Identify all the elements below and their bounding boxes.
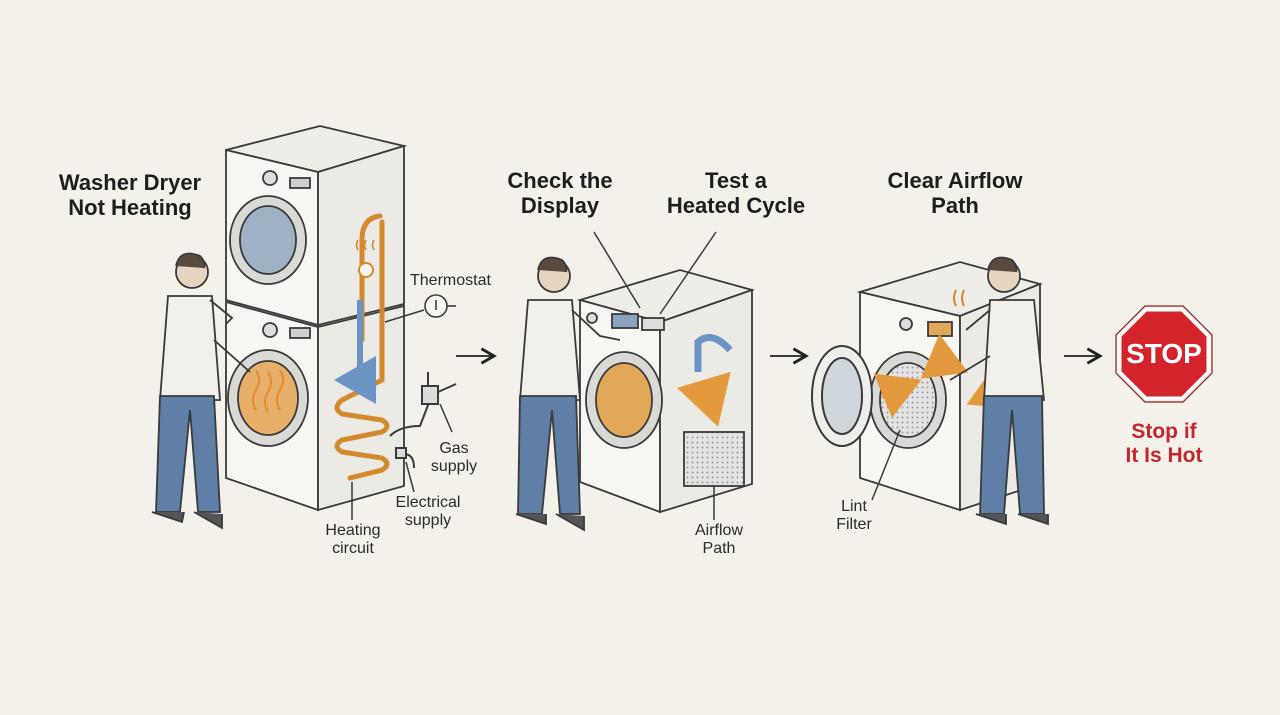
step-title-line: Heated Cycle (666, 193, 806, 219)
label-heating-circuit: Heating circuit (318, 522, 388, 559)
label-gas-supply: Gas supply (424, 440, 484, 477)
heat-waves-top (953, 289, 965, 307)
open-door (811, 345, 873, 447)
label-line: Lint (841, 498, 867, 515)
main-title-line-1: Washer Dryer (58, 170, 202, 195)
label-line: supply (430, 458, 478, 476)
electrical-plug (395, 447, 415, 469)
label-line: supply (404, 512, 452, 530)
label-lint-filter: Lint Filter (826, 498, 882, 535)
airflow-arrow-washer-2 (694, 334, 733, 372)
heating-circuit-coil (334, 213, 390, 481)
step-title-check-display: Check the Display (490, 168, 630, 219)
label-line: Filter (836, 516, 872, 534)
step-title-line: Clear Airflow (887, 168, 1023, 193)
stop-sign (1115, 305, 1213, 403)
label-line: Airflow (694, 522, 743, 539)
step-title-heated-cycle: Test a Heated Cycle (656, 168, 816, 219)
airflow-arrow-stack (334, 300, 376, 404)
stop-caption-line: Stop if (1131, 420, 1197, 443)
label-line: Electrical (395, 494, 461, 511)
person-2 (515, 256, 621, 532)
label-line: Gas (439, 440, 469, 457)
gas-valve (389, 372, 457, 437)
step-title-line: Check the (507, 168, 613, 193)
stop-sign-text: STOP (1126, 338, 1202, 369)
label-line: Heating (325, 522, 381, 539)
step-title-line: Path (931, 193, 979, 219)
display-panel (611, 313, 639, 329)
thermostat-sensor (358, 262, 374, 278)
step-title-clear-airflow: Clear Airflow Path (870, 168, 1040, 219)
step-title-line: Display (520, 193, 600, 219)
thermostat-icon (384, 294, 456, 323)
stop-caption: Stop if It Is Hot (1106, 420, 1222, 468)
airflow-vent (683, 431, 745, 487)
person-1 (151, 252, 251, 530)
main-title-line-2: Not Heating (68, 195, 192, 221)
heat-waves-small (355, 239, 375, 251)
label-thermostat: Thermostat (410, 272, 491, 289)
heat-waves-drum (252, 369, 284, 413)
stacked-washer-dryer (225, 125, 408, 512)
stop-caption-line: It Is Hot (1125, 444, 1203, 468)
person-3 (949, 256, 1049, 526)
label-airflow-path: Airflow Path (686, 522, 752, 559)
step-title-line: Test a (705, 168, 767, 193)
label-electrical-supply: Electrical supply (386, 494, 470, 531)
label-line: Path (702, 540, 736, 558)
main-title: Washer Dryer Not Heating (50, 170, 210, 221)
label-line: circuit (332, 540, 374, 558)
